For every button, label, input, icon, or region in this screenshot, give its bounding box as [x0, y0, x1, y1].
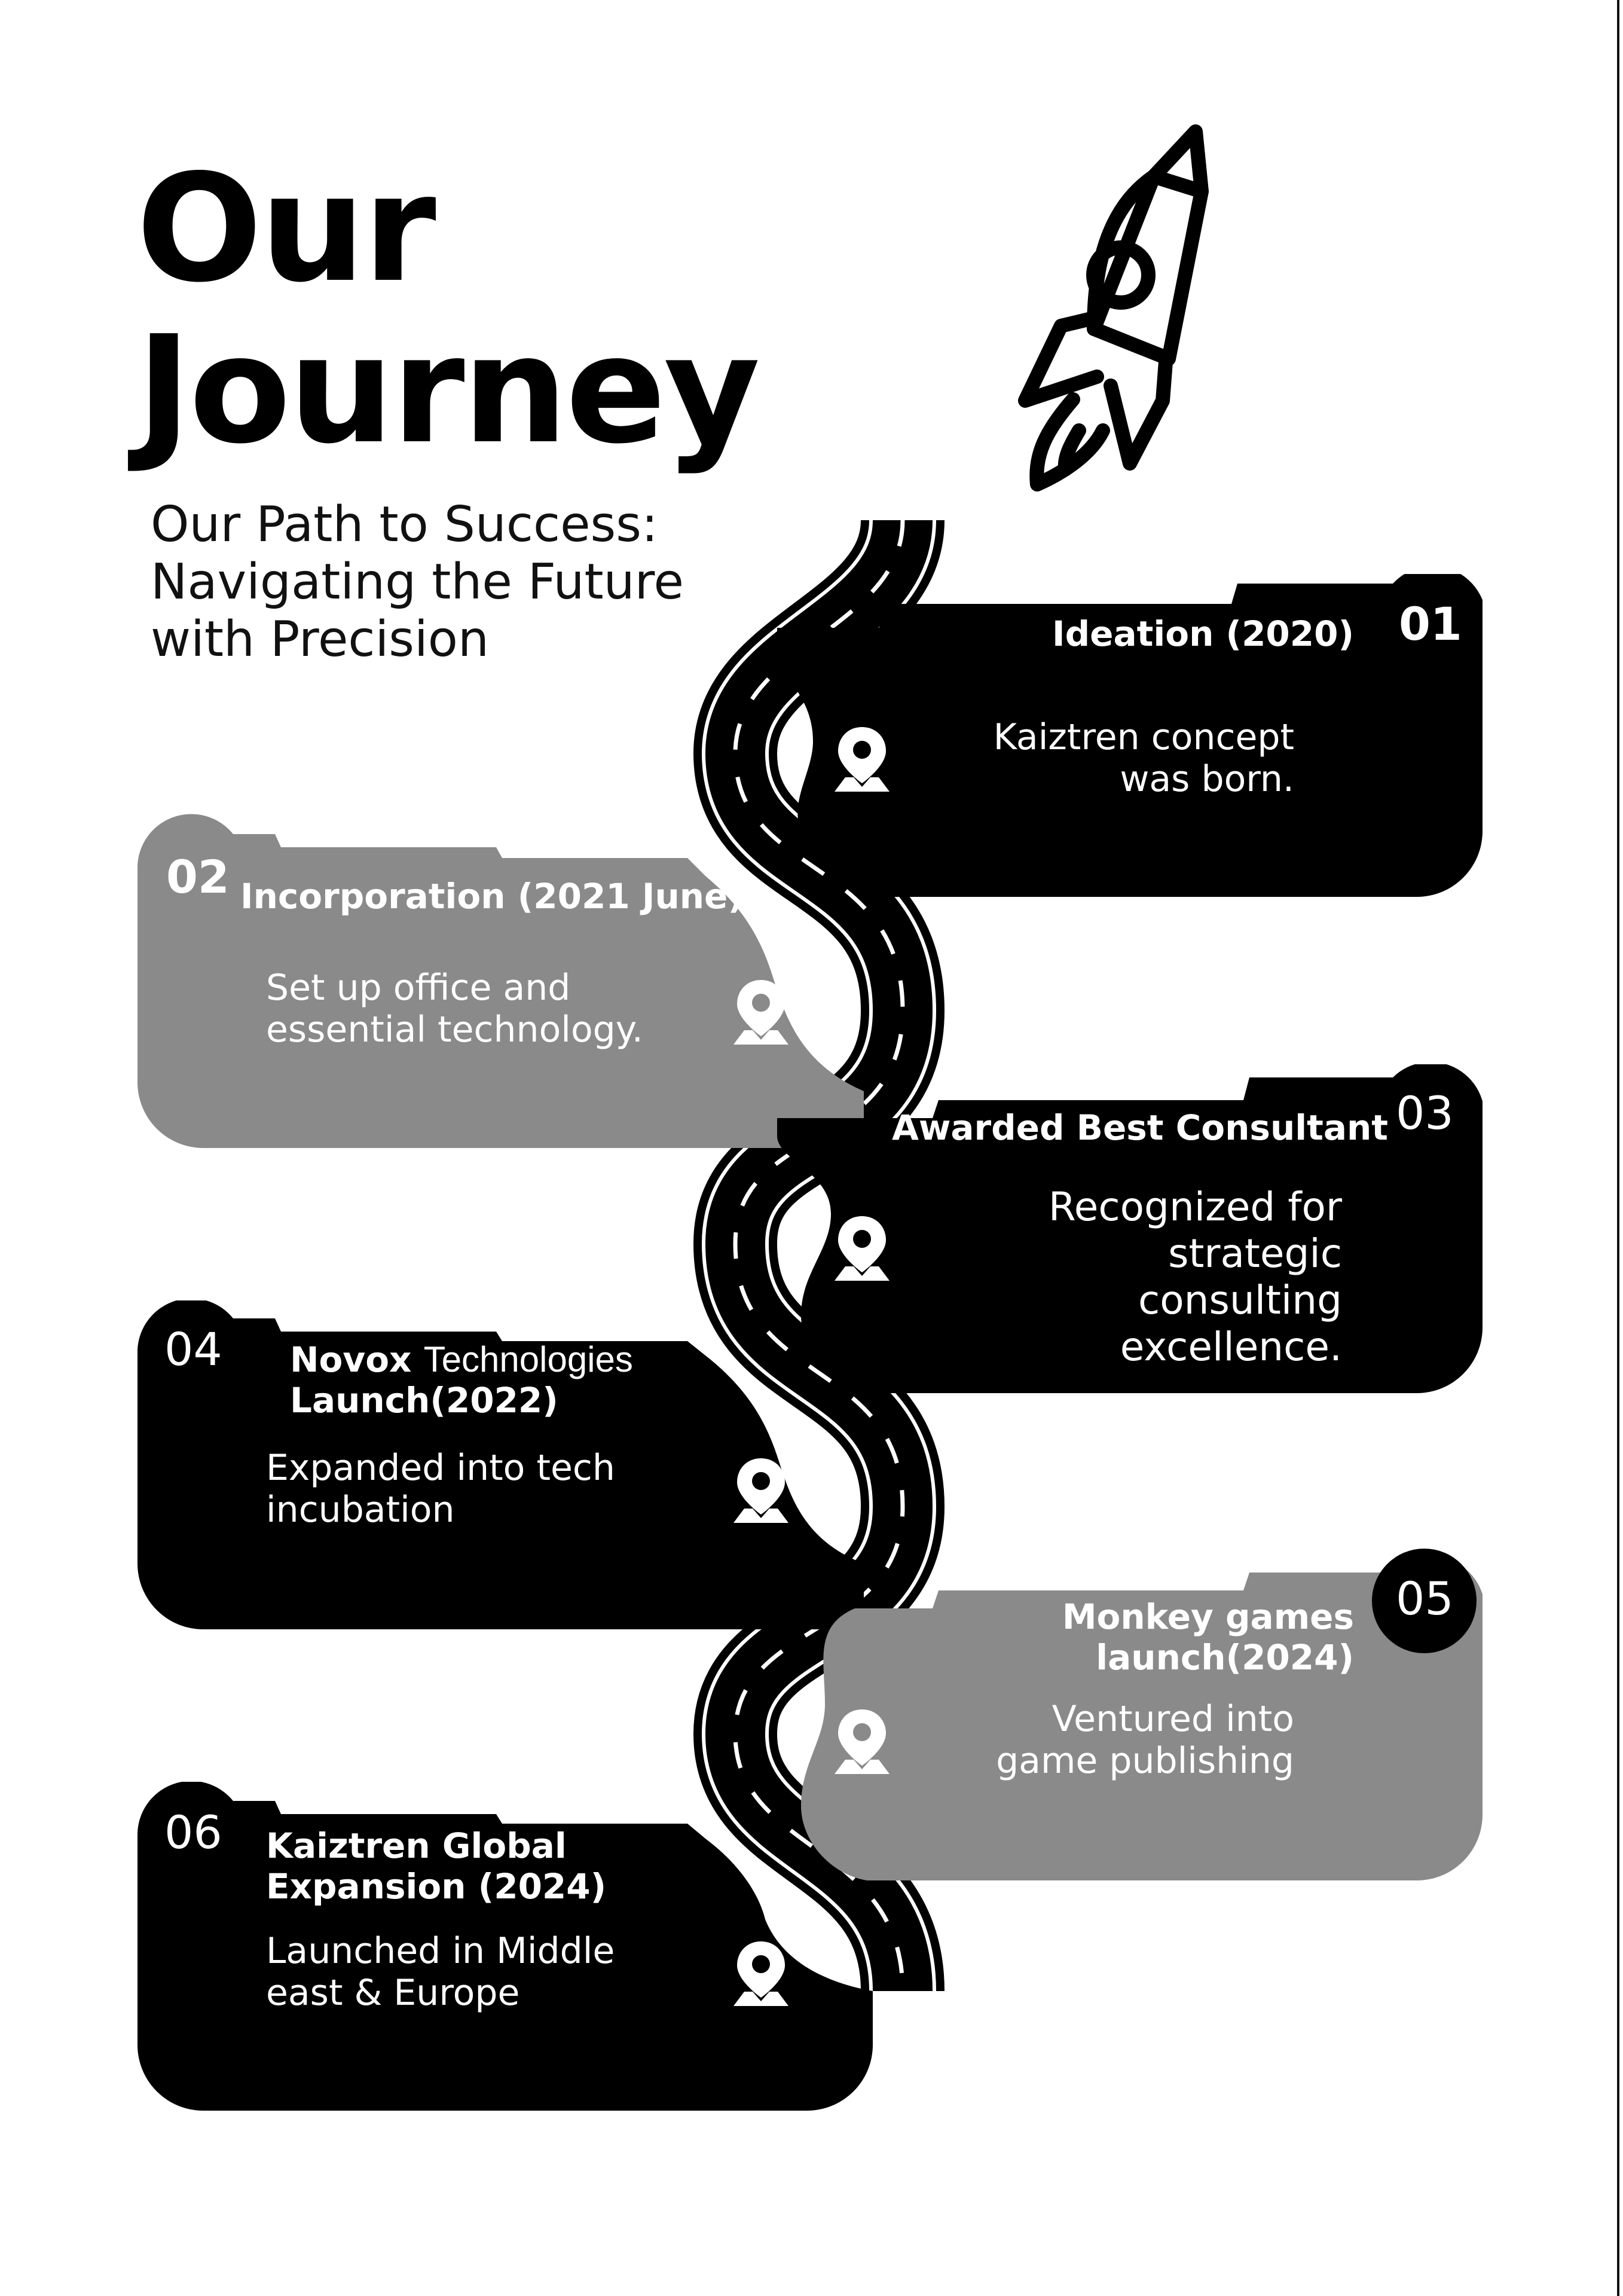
card-shape	[137, 814, 864, 1148]
milestone-description: Launched in Middle east & Europe	[266, 1930, 615, 2014]
milestone-heading-line1: Kaiztren Global	[266, 1825, 567, 1866]
milestone-card-03: 03 Awarded Best Consultant Recognized fo…	[777, 1064, 1483, 1393]
location-pin-icon	[835, 1216, 890, 1281]
milestone-description: Ventured into game publishing	[996, 1698, 1294, 1782]
location-pin-icon	[733, 1941, 788, 2006]
milestone-card-04: 04 Novox Technologies Launch(2022) Expan…	[137, 1300, 864, 1629]
milestone-number: 02	[166, 850, 230, 903]
location-pin-icon	[733, 1458, 788, 1523]
milestone-number: 04	[164, 1323, 222, 1376]
milestone-number: 03	[1396, 1086, 1454, 1140]
milestone-number: 06	[164, 1806, 222, 1859]
card-shape	[777, 574, 1483, 897]
milestone-card-02: 02 Incorporation (2021 June) Set up offi…	[137, 810, 864, 1148]
page-subtitle: Our Path to Success: Navigating the Futu…	[151, 496, 684, 668]
title-line-1: Our	[136, 143, 436, 315]
number-circle	[1372, 1549, 1477, 1653]
milestone-number: 01	[1399, 597, 1462, 651]
page-edge-line	[1617, 0, 1619, 2296]
card-shape	[777, 1064, 1483, 1393]
milestone-heading: Kaiztren Global Expansion (2024)	[266, 1825, 606, 1907]
milestone-card-05: 05 Monkey games launch(2024) Ventured in…	[777, 1549, 1483, 1880]
milestone-heading: Novox Technologies Launch(2022)	[290, 1339, 633, 1421]
card-shape	[137, 1782, 873, 2111]
rocket-icon	[1018, 124, 1209, 491]
milestone-description: Set up office and essential technology.	[266, 967, 643, 1051]
milestone-heading-line1: Monkey games	[1062, 1596, 1354, 1637]
milestone-heading-line2: launch(2024)	[1096, 1637, 1354, 1678]
milestone-heading: Incorporation (2021 June)	[240, 876, 744, 917]
location-pin-icon	[835, 727, 890, 792]
location-pin-icon	[733, 980, 788, 1045]
milestone-heading-rest: Technologies	[423, 1339, 633, 1379]
milestone-description: Kaiztren concept was born.	[993, 716, 1294, 800]
card-shape	[137, 1300, 864, 1629]
milestone-heading-bold: Novox	[290, 1339, 412, 1380]
card-shape	[801, 1556, 1483, 1880]
milestone-heading: Awarded Best Consultant	[891, 1107, 1388, 1148]
milestone-heading: Monkey games launch(2024)	[1062, 1596, 1354, 1678]
milestone-heading-line2: Expansion (2024)	[266, 1866, 607, 1907]
location-pin-icon	[835, 1709, 890, 1774]
milestone-description: Recognized for strategic consulting exce…	[1048, 1184, 1342, 1370]
milestone-heading-line2: Launch(2022)	[290, 1380, 558, 1421]
milestone-heading: Ideation (2020)	[1052, 613, 1354, 654]
milestone-description: Expanded into tech incubation	[266, 1447, 615, 1531]
milestone-card-01: 01 Ideation (2020) Kaiztren concept was …	[777, 574, 1483, 897]
milestone-number: 05	[1396, 1572, 1454, 1625]
title-line-2: Journey	[136, 304, 760, 477]
milestone-card-06: 06 Kaiztren Global Expansion (2024) Laun…	[137, 1782, 873, 2111]
page-title: Our Journey	[136, 148, 760, 471]
